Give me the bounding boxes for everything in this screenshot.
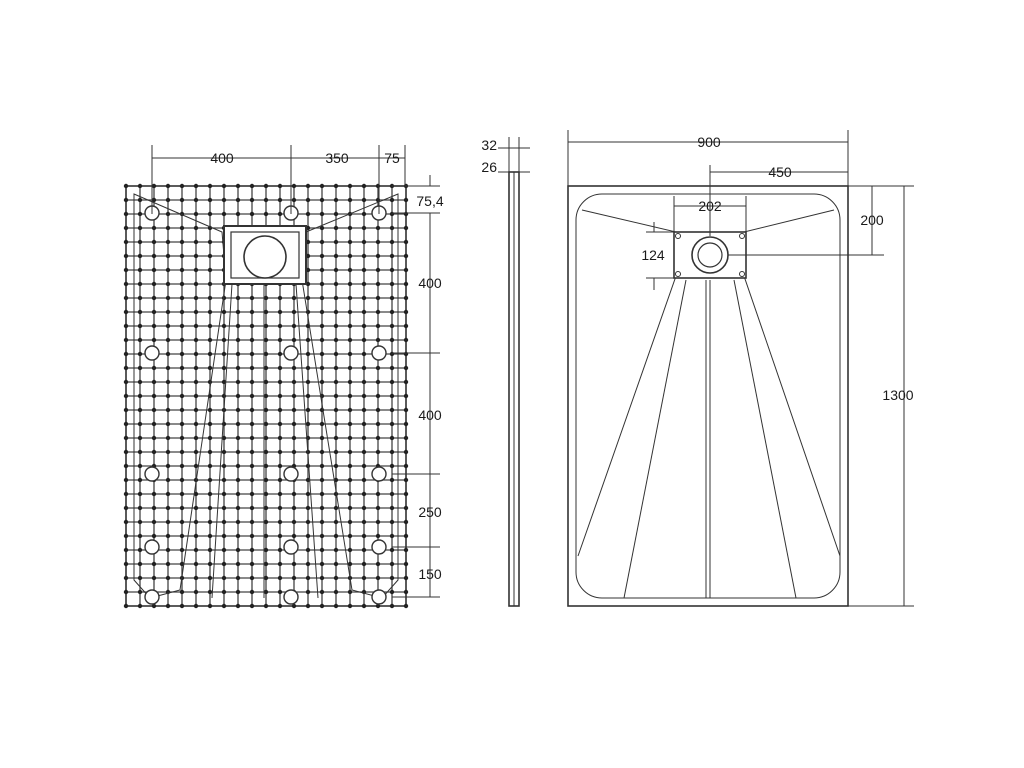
dim-124-drain: 124 <box>641 247 665 263</box>
dim-400-right-lower: 400 <box>418 407 442 423</box>
bottom-view-drain-hole <box>243 235 287 279</box>
bottom-view-top-dimensions: 400 350 75 <box>151 145 406 214</box>
bottom-view: 400 350 75 75,4 400 400 250 150 <box>123 145 444 609</box>
dim-450-top: 450 <box>768 164 792 180</box>
bottom-view-channel-divider <box>211 283 319 599</box>
top-view-inner-basin <box>575 193 841 599</box>
bottom-view-channel-outline <box>133 193 227 599</box>
dim-250-right: 250 <box>418 504 442 520</box>
dim-200-right: 200 <box>860 212 884 228</box>
top-view-slope-upper-right <box>743 209 841 557</box>
dim-26-side: 26 <box>481 159 497 175</box>
side-view: 32 26 <box>481 137 530 607</box>
dim-400-right-upper: 400 <box>418 275 442 291</box>
support-foot <box>283 589 299 605</box>
support-foot <box>144 345 160 361</box>
dim-350-top: 350 <box>325 150 349 166</box>
support-foot <box>371 345 387 361</box>
support-foot <box>283 539 299 555</box>
dim-150-right: 150 <box>418 566 442 582</box>
support-foot <box>283 345 299 361</box>
dim-400-top: 400 <box>210 150 234 166</box>
top-view-outline <box>567 185 849 607</box>
top-view: 900 450 202 200 124 1300 <box>567 130 914 607</box>
support-foot <box>371 466 387 482</box>
support-foot <box>283 466 299 482</box>
dim-202-drain: 202 <box>698 198 722 214</box>
dim-900-top: 900 <box>697 134 721 150</box>
dim-32-side: 32 <box>481 137 497 153</box>
top-view-drain-inner <box>697 242 723 268</box>
support-foot <box>144 466 160 482</box>
dim-75-4-right: 75,4 <box>416 193 443 209</box>
top-view-slope-inner-left <box>623 279 687 599</box>
dim-1300-right: 1300 <box>882 387 913 403</box>
support-foot <box>144 539 160 555</box>
top-view-slope-inner-right <box>733 279 797 599</box>
support-foot <box>371 539 387 555</box>
support-foot <box>144 589 160 605</box>
dim-75-top: 75 <box>384 150 400 166</box>
support-foot <box>371 589 387 605</box>
top-view-drain-screws <box>675 233 745 277</box>
bottom-view-right-dimensions: 75,4 400 400 250 150 <box>392 175 444 598</box>
